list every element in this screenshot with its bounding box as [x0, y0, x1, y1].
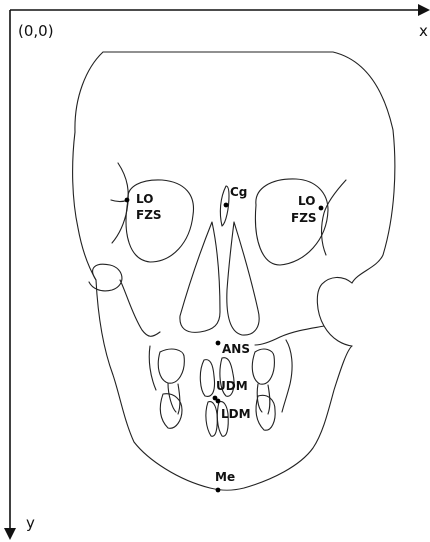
udm-label: UDM — [216, 379, 248, 393]
right-nasal-aperture — [227, 222, 259, 335]
ldm-label: LDM — [221, 407, 251, 421]
left-premolar-upper — [158, 349, 184, 383]
left-zygomatic-arch — [89, 264, 122, 291]
ldm-point — [216, 399, 221, 404]
fzs-right-label: FZS — [291, 211, 317, 225]
skull-drawing — [73, 52, 395, 490]
coordinate-axes: (0,0) x y — [4, 4, 430, 540]
y-axis-label: y — [26, 514, 35, 532]
cg-label: Cg — [230, 185, 247, 199]
right-mandible-inner-line — [282, 340, 292, 412]
x-axis-label: x — [419, 22, 428, 40]
right-lateral-orbital-line — [322, 180, 346, 255]
me-point — [216, 488, 221, 493]
left-lateral-orbital-line — [112, 163, 128, 243]
lower-left-incisor — [206, 402, 217, 437]
fzs-left-label: FZS — [136, 208, 162, 222]
lo-right-label: LO — [298, 194, 315, 208]
me-label: Me — [215, 470, 235, 484]
ans-point — [216, 341, 221, 346]
origin-label: (0,0) — [18, 22, 54, 40]
y-axis-arrowhead — [4, 528, 16, 540]
right-premolar-upper — [252, 349, 274, 384]
landmark-labels: LO FZS Cg LO FZS ANS UDM LDM Me — [136, 185, 317, 484]
upper-left-incisor — [200, 360, 214, 397]
cg-point — [224, 203, 229, 208]
right-premolar-roots — [257, 384, 270, 414]
right-zygomatic-arch — [317, 277, 352, 346]
right-maxilla-line — [255, 326, 324, 345]
left-mandible-inner-line — [149, 346, 156, 390]
lo-right-point — [319, 206, 324, 211]
ans-label: ANS — [222, 342, 250, 356]
lo-left-label: LO — [136, 192, 153, 206]
x-axis-arrowhead — [418, 4, 430, 16]
left-zygoma-body — [120, 280, 160, 336]
right-molar-lower — [256, 395, 275, 430]
lo-left-point — [125, 198, 130, 203]
